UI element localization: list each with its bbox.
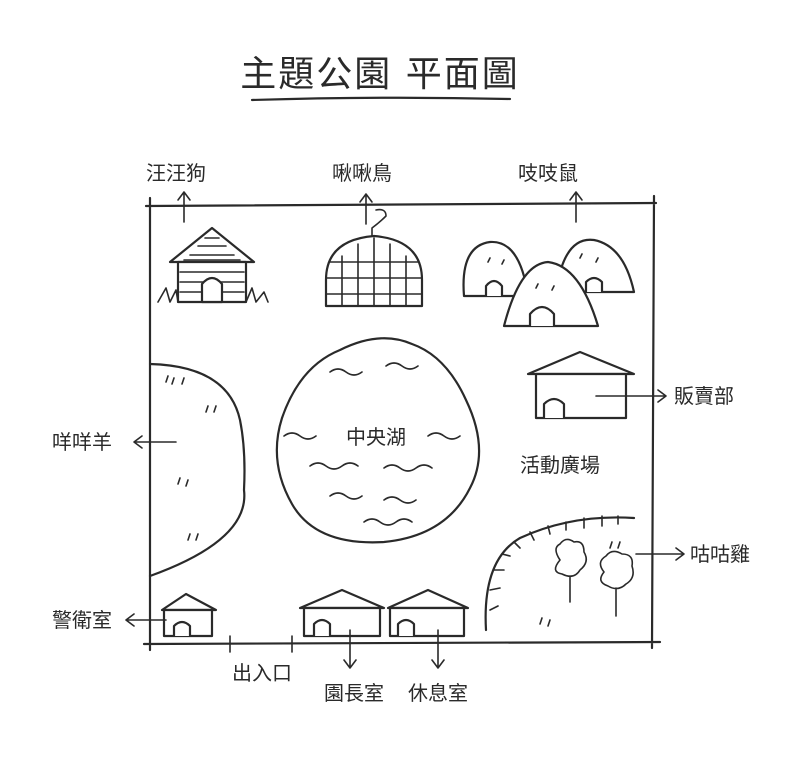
sheep-label: 咩咩羊 bbox=[52, 430, 112, 454]
director-office bbox=[298, 588, 386, 638]
lake-label: 中央湖 bbox=[346, 425, 406, 449]
mouse-arrow bbox=[569, 191, 583, 223]
entrance-ticks bbox=[229, 635, 293, 653]
mouse-burrows bbox=[462, 238, 636, 328]
chicken-arrow bbox=[635, 547, 685, 561]
sheep-pasture bbox=[148, 362, 246, 578]
park-boundary bbox=[142, 194, 662, 652]
chicken-label: 咕咕雞 bbox=[690, 542, 750, 566]
dog-arrow bbox=[177, 191, 191, 223]
bird-arrow bbox=[359, 193, 373, 225]
guard-label: 警衛室 bbox=[52, 608, 112, 632]
rest-arrow bbox=[431, 629, 445, 669]
sheep-arrow bbox=[133, 435, 177, 449]
plaza-label: 活動廣場 bbox=[520, 453, 600, 477]
bird-cage bbox=[324, 208, 424, 308]
director-label: 園長室 bbox=[324, 681, 384, 705]
director-arrow bbox=[343, 629, 357, 669]
title-underline bbox=[250, 96, 512, 102]
guard-arrow bbox=[125, 613, 167, 627]
shop-label: 販賣部 bbox=[674, 384, 734, 408]
guard-room bbox=[160, 592, 218, 638]
shop-arrow bbox=[595, 389, 667, 403]
central-lake bbox=[275, 337, 481, 544]
entrance-label: 出入口 bbox=[232, 661, 292, 685]
bird-label: 啾啾鳥 bbox=[332, 161, 392, 185]
chicken-yard bbox=[484, 515, 636, 632]
map-title: 主題公園 平面圖 bbox=[240, 54, 519, 95]
shop-building bbox=[526, 350, 636, 420]
dog-label: 汪汪狗 bbox=[146, 161, 206, 185]
rest-label: 休息室 bbox=[408, 681, 468, 705]
rest-room bbox=[386, 588, 470, 638]
mouse-label: 吱吱鼠 bbox=[518, 161, 578, 185]
dog-house bbox=[157, 226, 269, 304]
